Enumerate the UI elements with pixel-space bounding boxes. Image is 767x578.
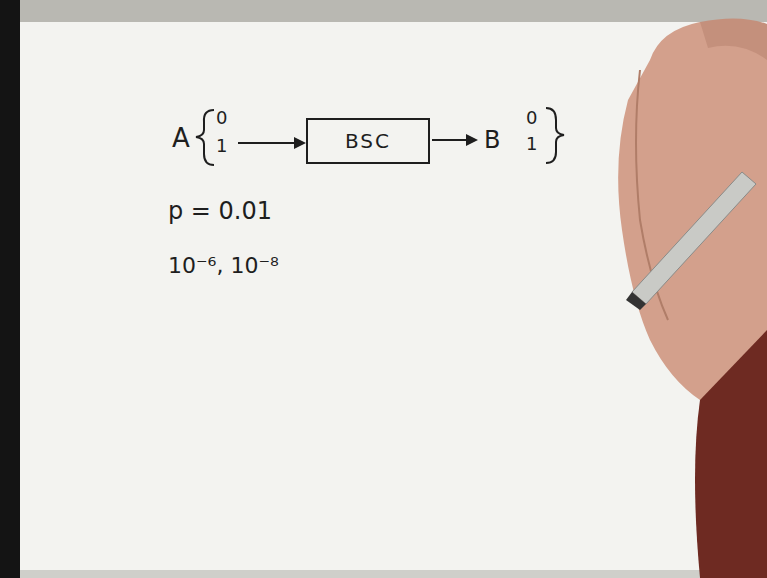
top-frame <box>0 0 767 22</box>
marker-tip <box>626 292 646 310</box>
error-rate-values: 10⁻⁶, 10⁻⁸ <box>168 254 279 278</box>
channel-output-name: B <box>484 127 500 153</box>
left-brace <box>196 110 214 165</box>
input-symbol: 1 <box>216 136 227 156</box>
input-symbol: 0 <box>216 108 227 128</box>
bottom-frame <box>20 570 767 578</box>
channel-box: BSC <box>306 118 430 164</box>
arrow-head <box>466 134 478 146</box>
input-arrow <box>238 142 298 144</box>
output-symbol: 0 <box>526 108 537 128</box>
output-arrow <box>432 139 470 141</box>
output-symbol: 1 <box>526 134 537 154</box>
arrow-head <box>294 137 306 149</box>
channel-input-name: A <box>172 124 190 153</box>
marker <box>632 172 756 304</box>
finger <box>700 18 767 60</box>
sleeve <box>695 330 767 578</box>
right-brace <box>546 108 564 163</box>
left-frame <box>0 0 20 578</box>
box-label: BSC <box>345 129 391 153</box>
crossover-probability: p = 0.01 <box>168 198 272 224</box>
